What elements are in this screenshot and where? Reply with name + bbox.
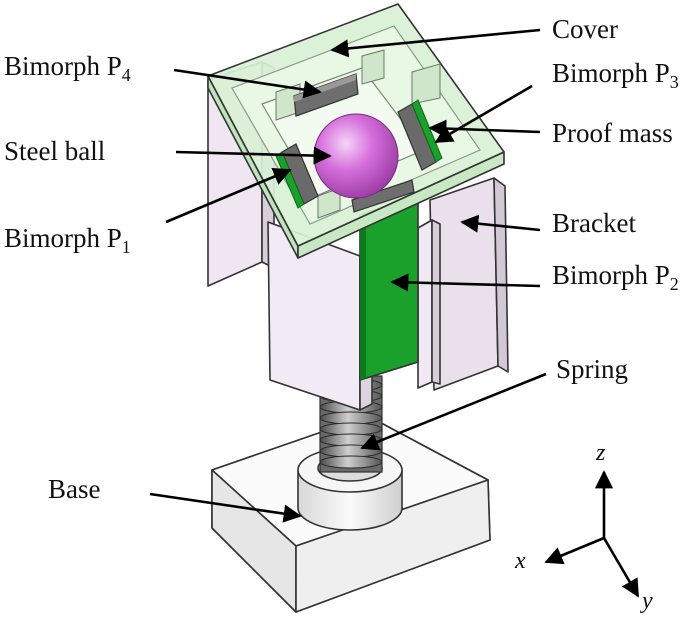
bimorph-p2-top [351,179,415,213]
y-axis [602,537,640,598]
label-cover: Cover [552,14,618,44]
spring-coil [319,455,383,469]
label-bimorph-p4: Bimorph P4 [4,51,131,85]
leader-arrows [149,28,547,523]
spring-coil [319,422,383,436]
bimorph-p3 [397,99,443,171]
label-steel-ball: Steel ball [4,136,105,166]
coordinate-axes: z x y [514,440,653,614]
label-spring: Spring [556,354,628,384]
x-axis-label: x [514,548,526,574]
labels: Cover Bimorph P4 Bimorph P3 Steel ball P… [4,14,679,504]
label-bracket: Bracket [552,208,636,238]
label-bimorph-p3: Bimorph P3 [552,58,679,92]
y-axis-label: y [640,588,653,614]
spring-coil [319,444,383,458]
label-bimorph-p2: Bimorph P2 [552,260,679,294]
label-base: Base [48,474,101,504]
spring-coil [319,411,383,425]
z-axis-label: z [595,440,606,466]
label-bimorph-p1: Bimorph P1 [4,223,131,257]
label-proof-mass: Proof mass [552,118,673,148]
x-axis [544,536,605,565]
